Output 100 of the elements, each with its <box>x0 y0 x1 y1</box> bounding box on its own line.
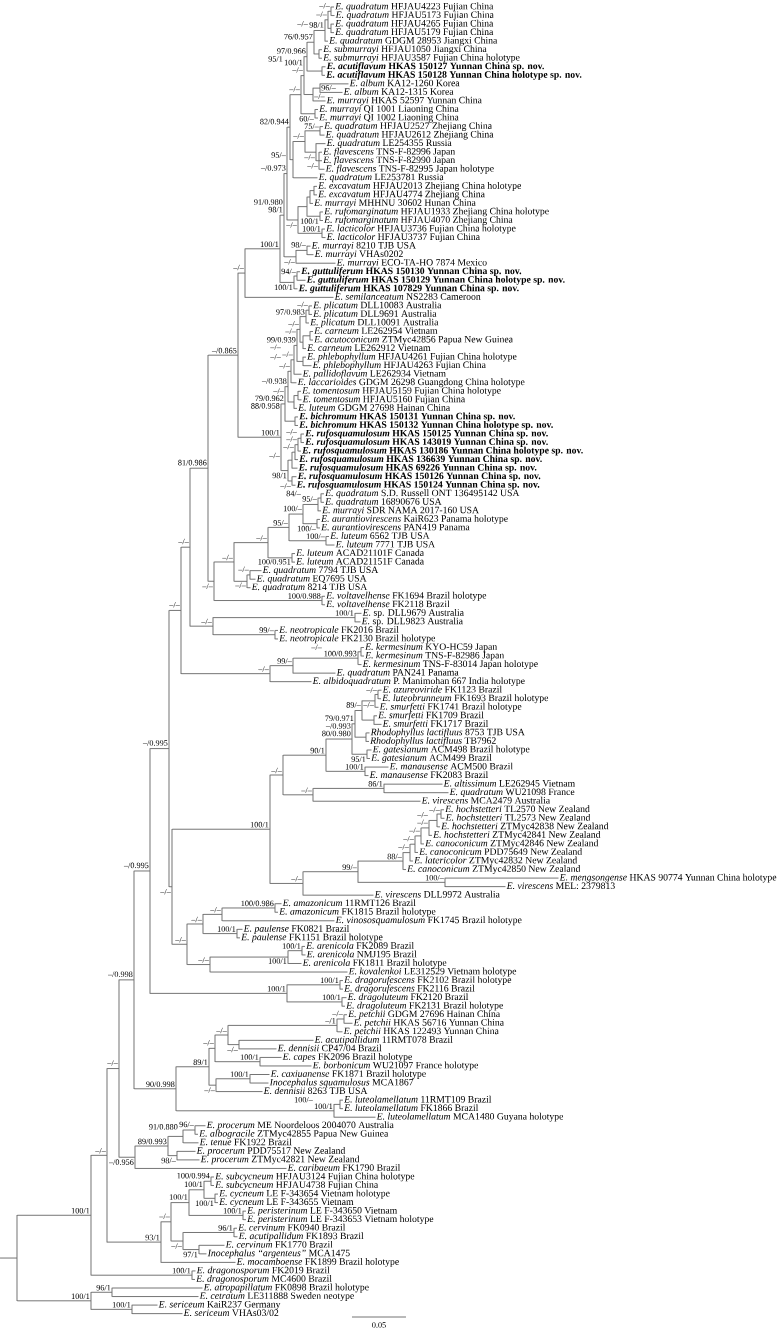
taxon-label: E. phlebophyllum HFJAU4263 Fujian China <box>312 361 486 371</box>
branch-line <box>161 1221 171 1223</box>
taxon-label: E. pallidoflavum LE262934 Vietnam <box>302 369 446 379</box>
branch-line <box>288 371 291 372</box>
support-value: 100/1 <box>71 1293 90 1299</box>
taxon-label: E. altissimum LE262945 Vietnam <box>443 779 575 787</box>
taxon-label: E. vinososquamulosum FK1745 Brazil holotype <box>335 916 522 926</box>
taxon-label: E. plicatum DLL10091 Australia <box>310 318 439 328</box>
branch-line <box>292 561 296 563</box>
taxon-label: E. rufosquamulosum HKAS 69226 Yunnan China sp. nov. <box>298 463 537 473</box>
taxon-label: E. arenicola FK1811 Brazil holotype <box>302 959 447 968</box>
branch-line <box>302 954 306 956</box>
branch-line <box>355 736 366 738</box>
support-value: 100/1 <box>267 986 286 992</box>
support-value: –/– <box>417 819 428 826</box>
support-value: –/– <box>210 907 221 913</box>
branch-line <box>325 19 328 21</box>
taxon-label: E. quadratum HFJAU2612 Zhejiang China <box>325 130 494 140</box>
support-value: –/– <box>270 344 281 350</box>
support-value: –/– <box>159 1213 170 1219</box>
support-value: 95/– <box>273 520 288 526</box>
branch-line <box>280 282 294 283</box>
support-value: –/– <box>160 888 171 895</box>
support-value: 86/1 <box>368 781 383 787</box>
taxon-label: E. luteolamellatum FK1866 Brazil <box>344 1104 479 1112</box>
support-value: –/– <box>271 767 282 774</box>
branch-line <box>314 30 325 31</box>
taxon-label: E. plicatum DLL10083 Australia <box>313 301 442 311</box>
taxon-label: E. sp. DLL9823 Australia <box>361 617 463 627</box>
branch-line <box>297 280 306 281</box>
taxon-label: E. quadratum S.D. Russell ONT 136495142 USA <box>325 489 520 499</box>
branch-line <box>322 596 326 597</box>
branch-line <box>294 345 297 346</box>
taxon-label: E. petchii HKAS 122493 Yunnan China <box>343 1027 499 1037</box>
taxon-label: E. quadratum GDGM 28953 Jiangxi China <box>329 36 498 46</box>
support-value: 84/– <box>286 490 301 497</box>
support-value: 100/1 <box>335 610 354 616</box>
branch-line <box>378 689 382 691</box>
taxon-label: E. quadratum HFJAU5179 Fujian China <box>335 28 494 37</box>
branch-line <box>295 459 299 460</box>
taxon-label: Rhodophyllus lactifluus 8753 TJB USA <box>370 728 525 738</box>
support-value: –/– <box>293 133 304 139</box>
branch-line <box>326 536 330 537</box>
branch-line <box>331 32 335 33</box>
branch-line <box>315 117 319 119</box>
support-value: –/– <box>95 1148 106 1154</box>
taxon-label: E. quadratum HFJAU4223 Fujian China <box>335 2 494 12</box>
branch-line <box>358 664 362 665</box>
support-value: 100/1 <box>250 821 269 828</box>
branch-line <box>214 600 322 601</box>
support-value: –/0.995 <box>142 740 168 746</box>
taxon-label: E. tenue FK1922 Brazil <box>199 1138 292 1146</box>
branch-line <box>313 87 320 89</box>
taxon-label: E. manausense ACM500 Brazil <box>389 762 513 770</box>
branch-line <box>17 1300 91 1302</box>
branch-line <box>322 604 326 606</box>
branch-line <box>260 1065 312 1067</box>
branch-line <box>168 1155 177 1156</box>
support-value: –/– <box>319 2 330 9</box>
support-value: –/– <box>363 702 374 708</box>
support-value: 75/– <box>304 123 319 129</box>
branch-line <box>243 1219 247 1220</box>
branch-line <box>355 710 362 711</box>
branch-line <box>294 288 298 290</box>
branch-line <box>326 738 352 740</box>
taxon-label: E. dennisii CP47/04 Brazil <box>277 1044 382 1052</box>
taxon-label: E. acutoconicum ZTMyc42856 Papua New Guinea <box>314 335 513 345</box>
taxon-label: E. flavescens TNS-F-82996 Japan <box>323 147 456 157</box>
support-value: –/– <box>282 351 293 357</box>
support-value: –/– <box>258 666 269 672</box>
taxon-label: E. caribaeum FK1790 Brazil <box>287 1164 401 1171</box>
taxon-label: E. quadratum HFJAU2527 Zhejiang China <box>324 122 492 131</box>
taxon-label: E. dragorufescens FK2102 Brazil holotype <box>344 976 512 985</box>
branch-line <box>305 151 316 153</box>
branch-line <box>358 651 361 653</box>
taxon-label: E. acutipallidum FK1893 Brazil <box>238 1232 364 1242</box>
branch-line <box>344 1023 353 1024</box>
support-value: 97/0.966 <box>277 48 306 54</box>
branch-line <box>161 1262 236 1263</box>
branch-line <box>421 843 425 845</box>
taxon-label: E. luteum ACAD21101F Canada <box>296 549 424 556</box>
branch-line <box>234 581 247 582</box>
support-value: –/– <box>366 687 377 693</box>
branch-line <box>243 1210 247 1212</box>
taxon-label: E. quadratum 8214 TJB USA <box>251 583 368 593</box>
branch-line <box>260 1057 282 1058</box>
taxon-label: E. virescens MEL: 2379813 <box>506 882 615 890</box>
taxon-label: E. excavatum HFJAU2013 Zhejiang China holotype <box>318 181 521 191</box>
branch-line <box>209 1084 216 1086</box>
support-value: 100/1 <box>223 1208 242 1214</box>
branch-line <box>302 946 306 947</box>
branch-line <box>303 335 310 337</box>
support-value: 100/– <box>306 533 325 539</box>
support-value: –/0.995 <box>123 862 149 869</box>
taxon-label: E. procerum PDD75517 New Zealand <box>196 1146 346 1156</box>
branch-line <box>437 826 441 828</box>
taxon-label: E. mengsongense HKAS 90774 Yunnan China holotype <box>559 873 777 883</box>
taxon-label: E. rufosquamulosum HKAS 136639 Yunnan China sp. nov. <box>299 455 542 464</box>
support-value: 94/– <box>281 268 296 275</box>
branch-line <box>301 433 305 435</box>
